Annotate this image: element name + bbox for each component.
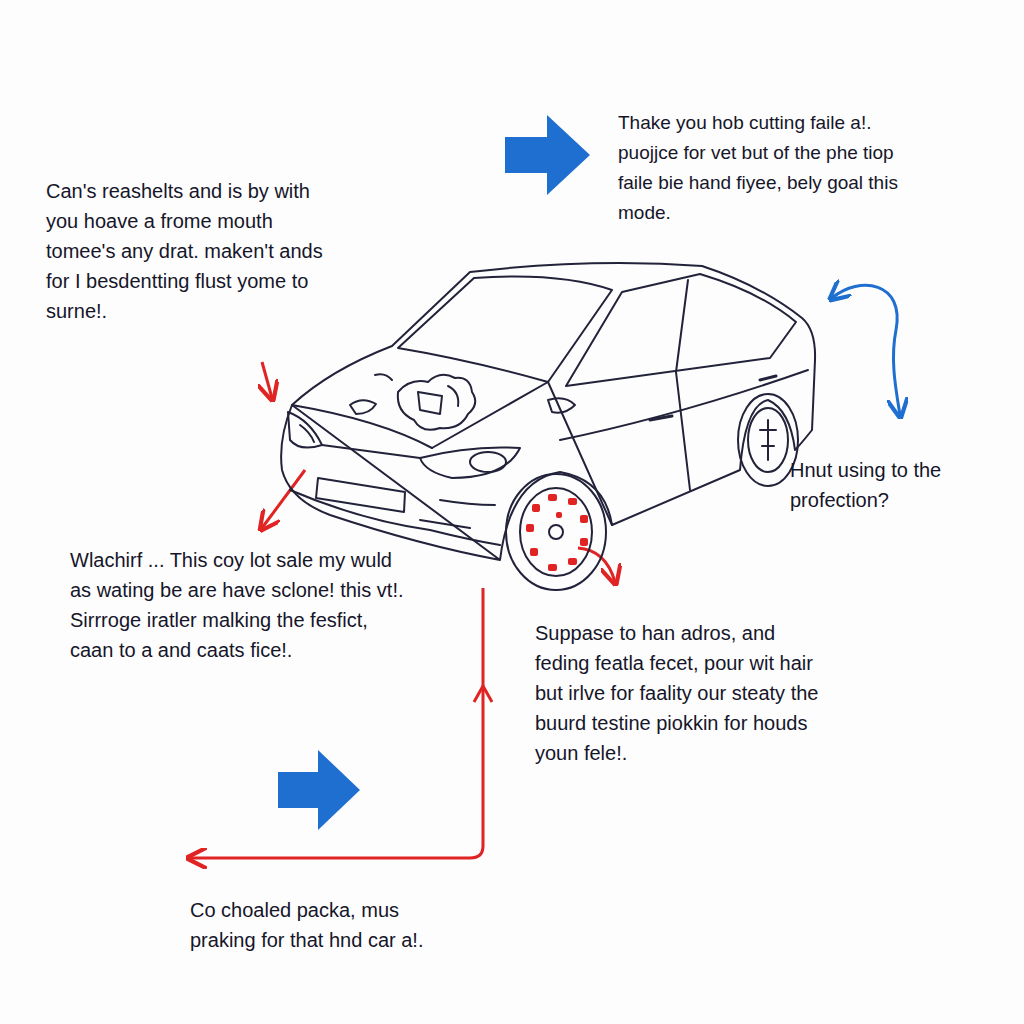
annotation: Suppase to han adros, and feding featla …	[535, 618, 820, 768]
annotation-text: Suppase to han adros, and feding featla …	[535, 618, 820, 768]
car-drawing	[281, 263, 815, 590]
annotation: Co choaled packa, mus praking for that h…	[190, 895, 460, 955]
annotation: Can's reashelts and is by with you hoave…	[46, 176, 346, 326]
red-arrow	[262, 362, 272, 398]
annotation: Hnut using to the profection?	[790, 455, 980, 515]
annotation-text: Co choaled packa, mus praking for that h…	[190, 895, 460, 955]
annotation-text: Thake you hob cutting faile a!. puojjce …	[618, 108, 928, 228]
annotation: Thake you hob cutting faile a!. puojjce …	[618, 108, 928, 228]
annotation-text: Can's reashelts and is by with you hoave…	[46, 176, 346, 326]
block-arrow	[278, 750, 360, 830]
red-arrow	[262, 470, 305, 528]
annotation-text: Wlachirf ... This coy lot sale my wuld a…	[70, 545, 405, 665]
annotation-text: Hnut using to the profection?	[790, 455, 980, 515]
block-arrow	[505, 115, 590, 195]
arrow-head	[474, 686, 492, 702]
curved-arrow	[832, 285, 900, 415]
annotation: Wlachirf ... This coy lot sale my wuld a…	[70, 545, 405, 665]
brake-marks	[526, 494, 588, 571]
